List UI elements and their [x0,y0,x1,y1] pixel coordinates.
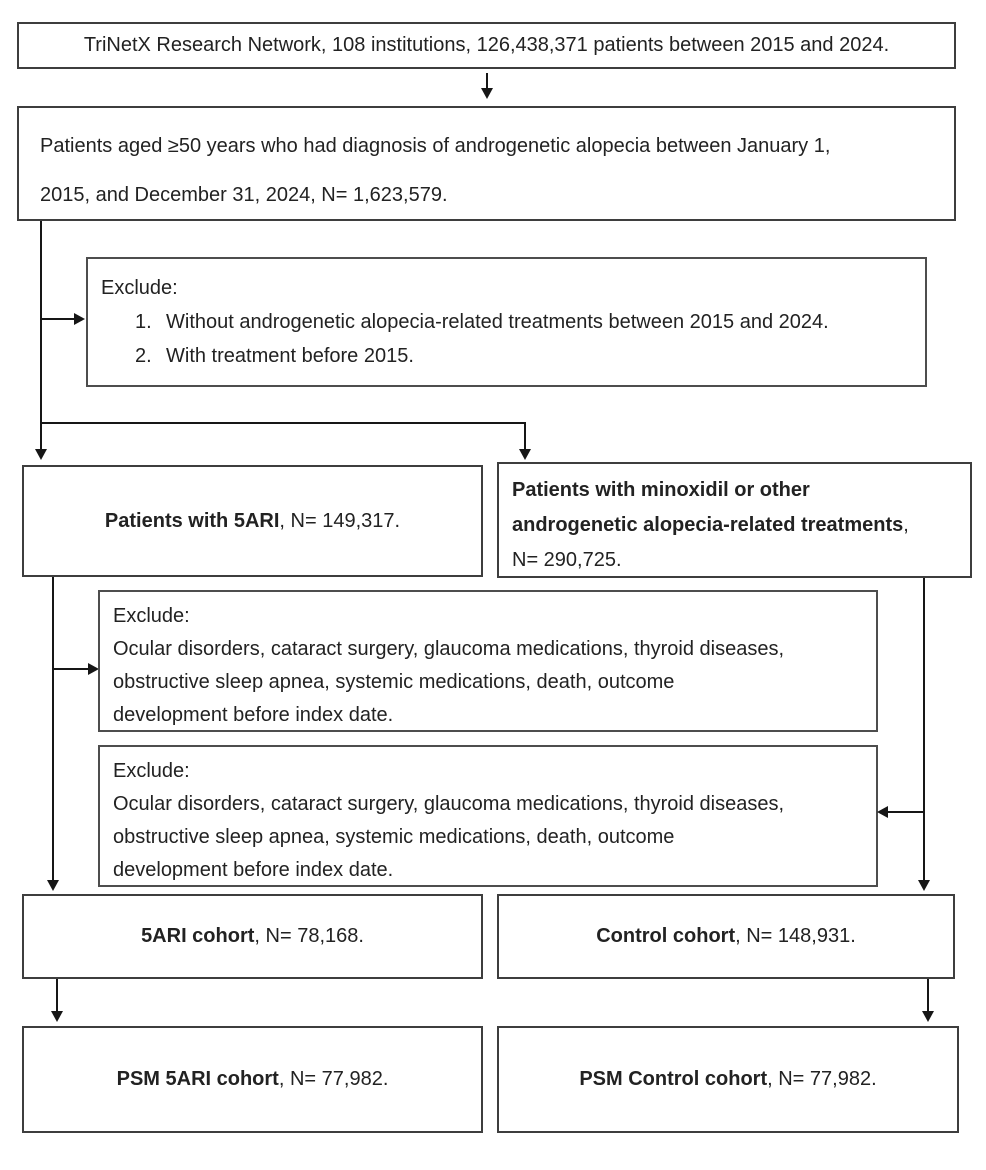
connector-cohort-psm-right [927,979,929,1012]
connector-branch-minoxidil-drop [524,422,526,450]
connector-5ari-cohort [52,577,54,881]
patients-5ari-n: , N= 149,317. [279,509,401,532]
box-eligibility: Patients aged ≥50 years who had diagnosi… [17,106,956,221]
arrowhead-cohort-psm-right [922,1011,934,1022]
box-patients-minoxidil: Patients with minoxidil or other androge… [497,462,972,578]
box-exclude-index-left: Exclude: Ocular disorders, cataract surg… [98,590,878,732]
item-number: 2. [135,345,152,367]
connector-exclude-treatments [42,318,76,320]
arrowhead-minoxidil-control [918,880,930,891]
connector-cohort-psm-left [56,979,58,1012]
arrowhead-exclude-treatments [74,313,85,325]
arrowhead-exclude-index-right [877,806,888,818]
arrowhead-cohort-psm-left [51,1011,63,1022]
eligibility-line: 2015, and December 31, 2024, N= 1,623,57… [40,184,448,206]
psm-5ari-n: , N= 77,982. [278,1068,389,1090]
5ari-cohort-n: , N= 78,168. [254,925,364,947]
control-cohort-n: , N= 148,931. [735,925,856,947]
exclude-line: Ocular disorders, cataract surgery, glau… [113,793,785,815]
psm-5ari-bold: PSM 5ARI cohort [116,1068,279,1090]
exclude-item: 1. Without androgenetic alopecia-related … [101,305,925,339]
box-psm-5ari-cohort: PSM 5ARI cohort, N= 77,982. [22,1026,483,1133]
minoxidil-line: Patients with minoxidil or other [512,479,810,501]
connector-branch-minoxidil [40,422,526,424]
exclude-heading: Exclude: [113,605,190,627]
arrowhead-trinetx-eligibility [481,88,493,99]
control-cohort-label: Control cohort, N= 148,931. [596,925,856,948]
psm-control-label: PSM Control cohort, N= 77,982. [579,1068,876,1091]
exclude-heading: Exclude: [113,760,190,782]
psm-control-bold: PSM Control cohort [579,1068,768,1090]
box-control-cohort: Control cohort, N= 148,931. [497,894,955,979]
psm-control-n: , N= 77,982. [767,1068,877,1090]
connector-minoxidil-control [923,578,925,881]
item-number: 1. [135,311,152,333]
patients-5ari-bold: Patients with 5ARI [104,509,280,532]
minoxidil-line: androgenetic alopecia-related treatments… [512,514,909,536]
arrowhead-5ari-cohort [47,880,59,891]
arrowhead-exclude-index-left [88,663,99,675]
connector-exclude-index-right [888,811,923,813]
box-psm-control-cohort: PSM Control cohort, N= 77,982. [497,1026,959,1133]
connector-eligibility-5ari [40,221,42,450]
control-cohort-bold: Control cohort [596,925,736,947]
patients-5ari-label: Patients with 5ARI, N= 149,317. [105,510,400,533]
box-trinetx-network: TriNetX Research Network, 108 institutio… [17,22,956,69]
box-exclude-treatments: Exclude: 1. Without androgenetic alopecia… [86,257,927,387]
5ari-cohort-label: 5ARI cohort, N= 78,168. [141,925,364,948]
connector-trinetx-eligibility [486,73,488,89]
item-text: With treatment before 2015. [166,345,414,367]
connector-exclude-index-left [54,668,90,670]
exclude-heading: Exclude: [101,277,178,299]
minoxidil-line: N= 290,725. [512,549,622,571]
eligibility-line: Patients aged ≥50 years who had diagnosi… [40,135,831,157]
exclude-line: obstructive sleep apnea, systemic medica… [113,671,675,693]
exclude-item: 2. With treatment before 2015. [101,339,925,373]
5ari-cohort-bold: 5ARI cohort [141,925,255,947]
exclude-line: obstructive sleep apnea, systemic medica… [113,826,675,848]
trinetx-text: TriNetX Research Network, 108 institutio… [83,34,890,56]
exclude-line: development before index date. [113,704,394,726]
item-text: Without androgenetic alopecia-related tr… [166,311,829,333]
exclude-line: development before index date. [113,859,394,881]
box-exclude-index-right: Exclude: Ocular disorders, cataract surg… [98,745,878,887]
box-patients-5ari: Patients with 5ARI, N= 149,317. [22,465,483,577]
arrowhead-eligibility-5ari [35,449,47,460]
box-5ari-cohort: 5ARI cohort, N= 78,168. [22,894,483,979]
psm-5ari-label: PSM 5ARI cohort, N= 77,982. [117,1068,389,1091]
arrowhead-branch-minoxidil [519,449,531,460]
exclude-line: Ocular disorders, cataract surgery, glau… [113,638,785,660]
